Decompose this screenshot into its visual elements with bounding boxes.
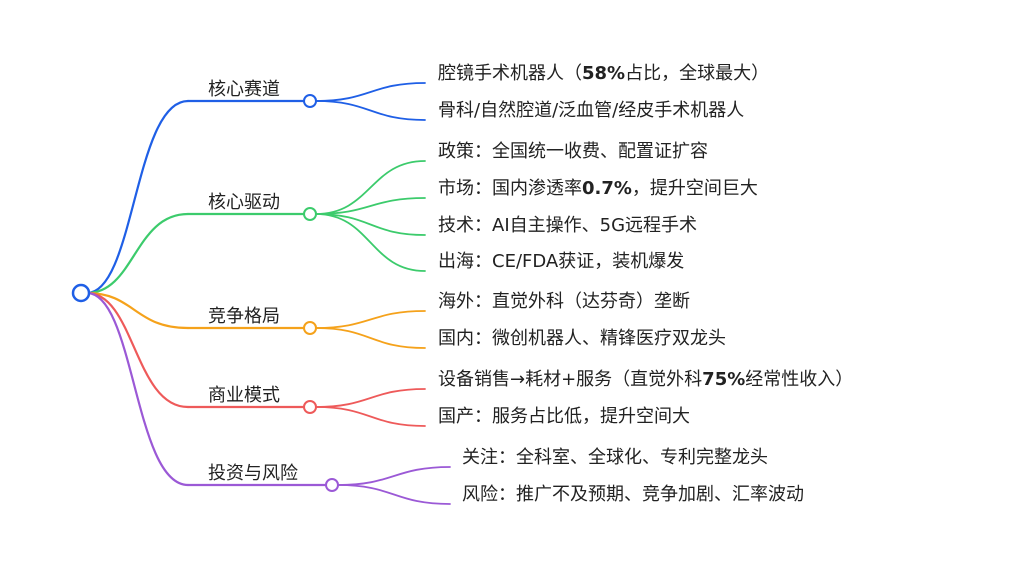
leaf-text-segment: 国内：微创机器人、精锋医疗双龙头 bbox=[438, 328, 726, 349]
leaf-label-4-0[interactable]: 关注：全科室、全球化、专利完整龙头 bbox=[462, 447, 768, 468]
branch-label-4[interactable]: 投资与风险 bbox=[208, 463, 298, 484]
leaf-text-segment: 设备销售→耗材+服务（直觉外科 bbox=[438, 369, 702, 390]
leaf-text-segment: 出海：CE/FDA获证，装机爆发 bbox=[438, 251, 684, 272]
leaf-text-segment: 技术：AI自主操作、5G远程手术 bbox=[438, 215, 697, 236]
leaf-text-segment: 占比，全球最大） bbox=[625, 63, 769, 84]
leaf-label-1-3[interactable]: 出海：CE/FDA获证，装机爆发 bbox=[438, 251, 684, 272]
leaf-text-segment: 市场：国内渗透率 bbox=[438, 178, 582, 199]
leaf-edge-1-1 bbox=[315, 197, 426, 215]
leaf-edge-4-0 bbox=[337, 466, 451, 486]
leaf-edge-2-0 bbox=[315, 310, 426, 329]
leaf-label-2-0[interactable]: 海外：直觉外科（达芬奇）垄断 bbox=[438, 291, 690, 312]
root-node-icon[interactable] bbox=[71, 283, 91, 303]
leaf-text-segment: 骨科/自然腔道/泛血管/经皮手术机器人 bbox=[438, 100, 744, 121]
branch-label-0[interactable]: 核心赛道 bbox=[208, 79, 280, 100]
branch-label-3[interactable]: 商业模式 bbox=[208, 385, 280, 406]
leaf-text-segment: 58% bbox=[582, 63, 625, 84]
leaf-edge-1-2 bbox=[315, 213, 426, 236]
branch-node-2-circle-node-icon[interactable] bbox=[303, 321, 317, 335]
branch-node-3-circle-node-icon[interactable] bbox=[303, 400, 317, 414]
leaf-text-segment: 政策：全国统一收费、配置证扩容 bbox=[438, 141, 708, 162]
branch-edge-2 bbox=[85, 291, 190, 330]
leaf-label-0-1[interactable]: 骨科/自然腔道/泛血管/经皮手术机器人 bbox=[438, 100, 744, 121]
leaf-text-segment: 腔镜手术机器人（ bbox=[438, 63, 582, 84]
leaf-label-3-1[interactable]: 国产：服务占比低，提升空间大 bbox=[438, 406, 690, 427]
leaf-label-1-2[interactable]: 技术：AI自主操作、5G远程手术 bbox=[438, 215, 697, 236]
leaf-edge-1-0 bbox=[315, 160, 426, 215]
mindmap-nodes: 核心赛道 腔镜手术机器人（58%占比，全球最大） 骨科/自然腔道/泛血管/经皮手术机… bbox=[208, 63, 853, 505]
leaf-edge-2-1 bbox=[315, 327, 426, 349]
leaf-edge-0-0 bbox=[315, 82, 426, 102]
leaf-text-segment: 75% bbox=[702, 369, 745, 390]
leaf-text-segment: 风险：推广不及预期、竞争加剧、汇率波动 bbox=[462, 484, 804, 505]
branch-node-0-circle-node-icon[interactable] bbox=[303, 94, 317, 108]
branch-edge-1 bbox=[85, 212, 190, 295]
leaf-label-1-1[interactable]: 市场：国内渗透率0.7%，提升空间巨大 bbox=[438, 178, 758, 199]
branch-node-1-circle-node-icon[interactable] bbox=[303, 207, 317, 221]
branch-edge-3 bbox=[85, 291, 190, 409]
branch-edge-0 bbox=[85, 99, 190, 295]
leaf-label-3-0[interactable]: 设备销售→耗材+服务（直觉外科75%经常性收入） bbox=[438, 369, 853, 390]
leaf-label-0-0[interactable]: 腔镜手术机器人（58%占比，全球最大） bbox=[438, 63, 769, 84]
leaf-label-1-0[interactable]: 政策：全国统一收费、配置证扩容 bbox=[438, 141, 708, 162]
branch-edge-4 bbox=[85, 291, 190, 487]
leaf-text-segment: ，提升空间巨大 bbox=[632, 178, 758, 199]
leaf-label-2-1[interactable]: 国内：微创机器人、精锋医疗双龙头 bbox=[438, 328, 726, 349]
leaf-label-4-1[interactable]: 风险：推广不及预期、竞争加剧、汇率波动 bbox=[462, 484, 804, 505]
leaf-edge-3-1 bbox=[315, 406, 426, 427]
leaf-edge-1-3 bbox=[315, 213, 426, 272]
leaf-text-segment: 0.7% bbox=[582, 178, 632, 199]
leaf-edge-3-0 bbox=[315, 388, 426, 408]
branch-label-1[interactable]: 核心驱动 bbox=[208, 192, 280, 213]
leaf-edge-4-1 bbox=[337, 484, 451, 505]
branch-label-2[interactable]: 竞争格局 bbox=[208, 306, 280, 327]
leaf-text-segment: 经常性收入） bbox=[745, 369, 853, 390]
leaf-text-segment: 海外：直觉外科（达芬奇）垄断 bbox=[438, 291, 690, 312]
branch-node-4-circle-node-icon[interactable] bbox=[325, 478, 339, 492]
leaf-text-segment: 国产：服务占比低，提升空间大 bbox=[438, 406, 690, 427]
mindmap-edges bbox=[85, 82, 451, 505]
leaf-text-segment: 关注：全科室、全球化、专利完整龙头 bbox=[462, 447, 768, 468]
leaf-edge-0-1 bbox=[315, 100, 426, 121]
